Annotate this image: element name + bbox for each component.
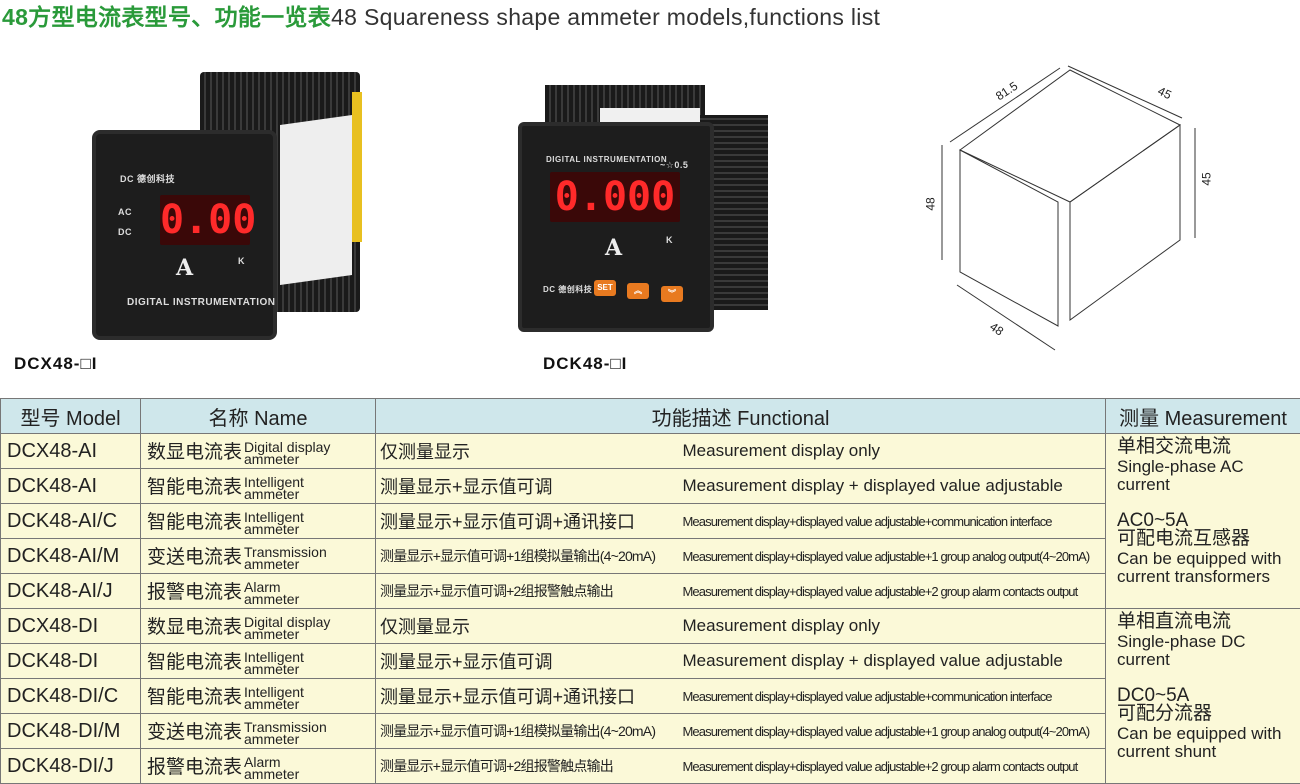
function-cn-cell: 仅测量显示 [376,434,681,469]
model-cell: DCK48-DI/M [1,714,141,749]
function-en-cell: Measurement display + displayed value ad… [681,644,1106,679]
function-cn-cell: 测量显示+显示值可调+通讯接口 [376,504,681,539]
product-caption: DCK48-□I [543,354,627,374]
down-button: ︾ [661,286,683,302]
function-en-cell: Measurement display + displayed value ad… [681,469,1106,504]
model-cell: DCK48-AI/J [1,574,141,609]
header-measurement: 测量 Measurement [1106,399,1300,434]
model-cell: DCK48-DI [1,644,141,679]
led-display: 0.000 [550,172,680,222]
function-en-cell: Measurement display only [681,609,1106,644]
function-cn-cell: 测量显示+显示值可调+1组模拟量输出(4~20mA) [376,539,681,574]
function-cn-cell: 测量显示+显示值可调 [376,469,681,504]
set-button: SET [594,280,616,296]
model-cell: DCK48-AI/M [1,539,141,574]
function-cn-cell: 测量显示+显示值可调+2组报警触点输出 [376,574,681,609]
product-caption: DCX48-□I [14,354,97,374]
header-model: 型号 Model [1,399,141,434]
function-en-cell: Measurement display only [681,434,1106,469]
function-cn-cell: 测量显示+显示值可调+通讯接口 [376,679,681,714]
function-en-cell: Measurement display+displayed value adju… [681,749,1106,784]
model-cell: DCK48-AI/C [1,504,141,539]
function-cn-cell: 测量显示+显示值可调+2组报警触点输出 [376,749,681,784]
header-name: 名称 Name [141,399,376,434]
function-cn-cell: 仅测量显示 [376,609,681,644]
function-cn-cell: 测量显示+显示值可调+1组模拟量输出(4~20mA) [376,714,681,749]
model-cell: DCK48-DI/J [1,749,141,784]
function-en-cell: Measurement display+displayed value adju… [681,574,1106,609]
led-display: 0.00 [160,195,250,245]
model-cell: DCX48-AI [1,434,141,469]
meter-side-label [280,115,352,285]
function-en-cell: Measurement display+displayed value adju… [681,714,1106,749]
model-cell: DCK48-DI/C [1,679,141,714]
models-table: 型号 Model 名称 Name 功能描述 Functional 测量 Meas… [0,398,1300,784]
header-functional: 功能描述 Functional [376,399,1106,434]
function-en-cell: Measurement display+displayed value adju… [681,504,1106,539]
function-en-cell: Measurement display+displayed value adju… [681,539,1106,574]
page-title: 48方型电流表型号、功能一览表48 Squareness shape ammet… [2,0,880,32]
dimension-diagram [920,50,1220,360]
function-cn-cell: 测量显示+显示值可调 [376,644,681,679]
model-cell: DCK48-AI [1,469,141,504]
up-button: ︽ [627,283,649,299]
function-en-cell: Measurement display+displayed value adju… [681,679,1106,714]
model-cell: DCX48-DI [1,609,141,644]
